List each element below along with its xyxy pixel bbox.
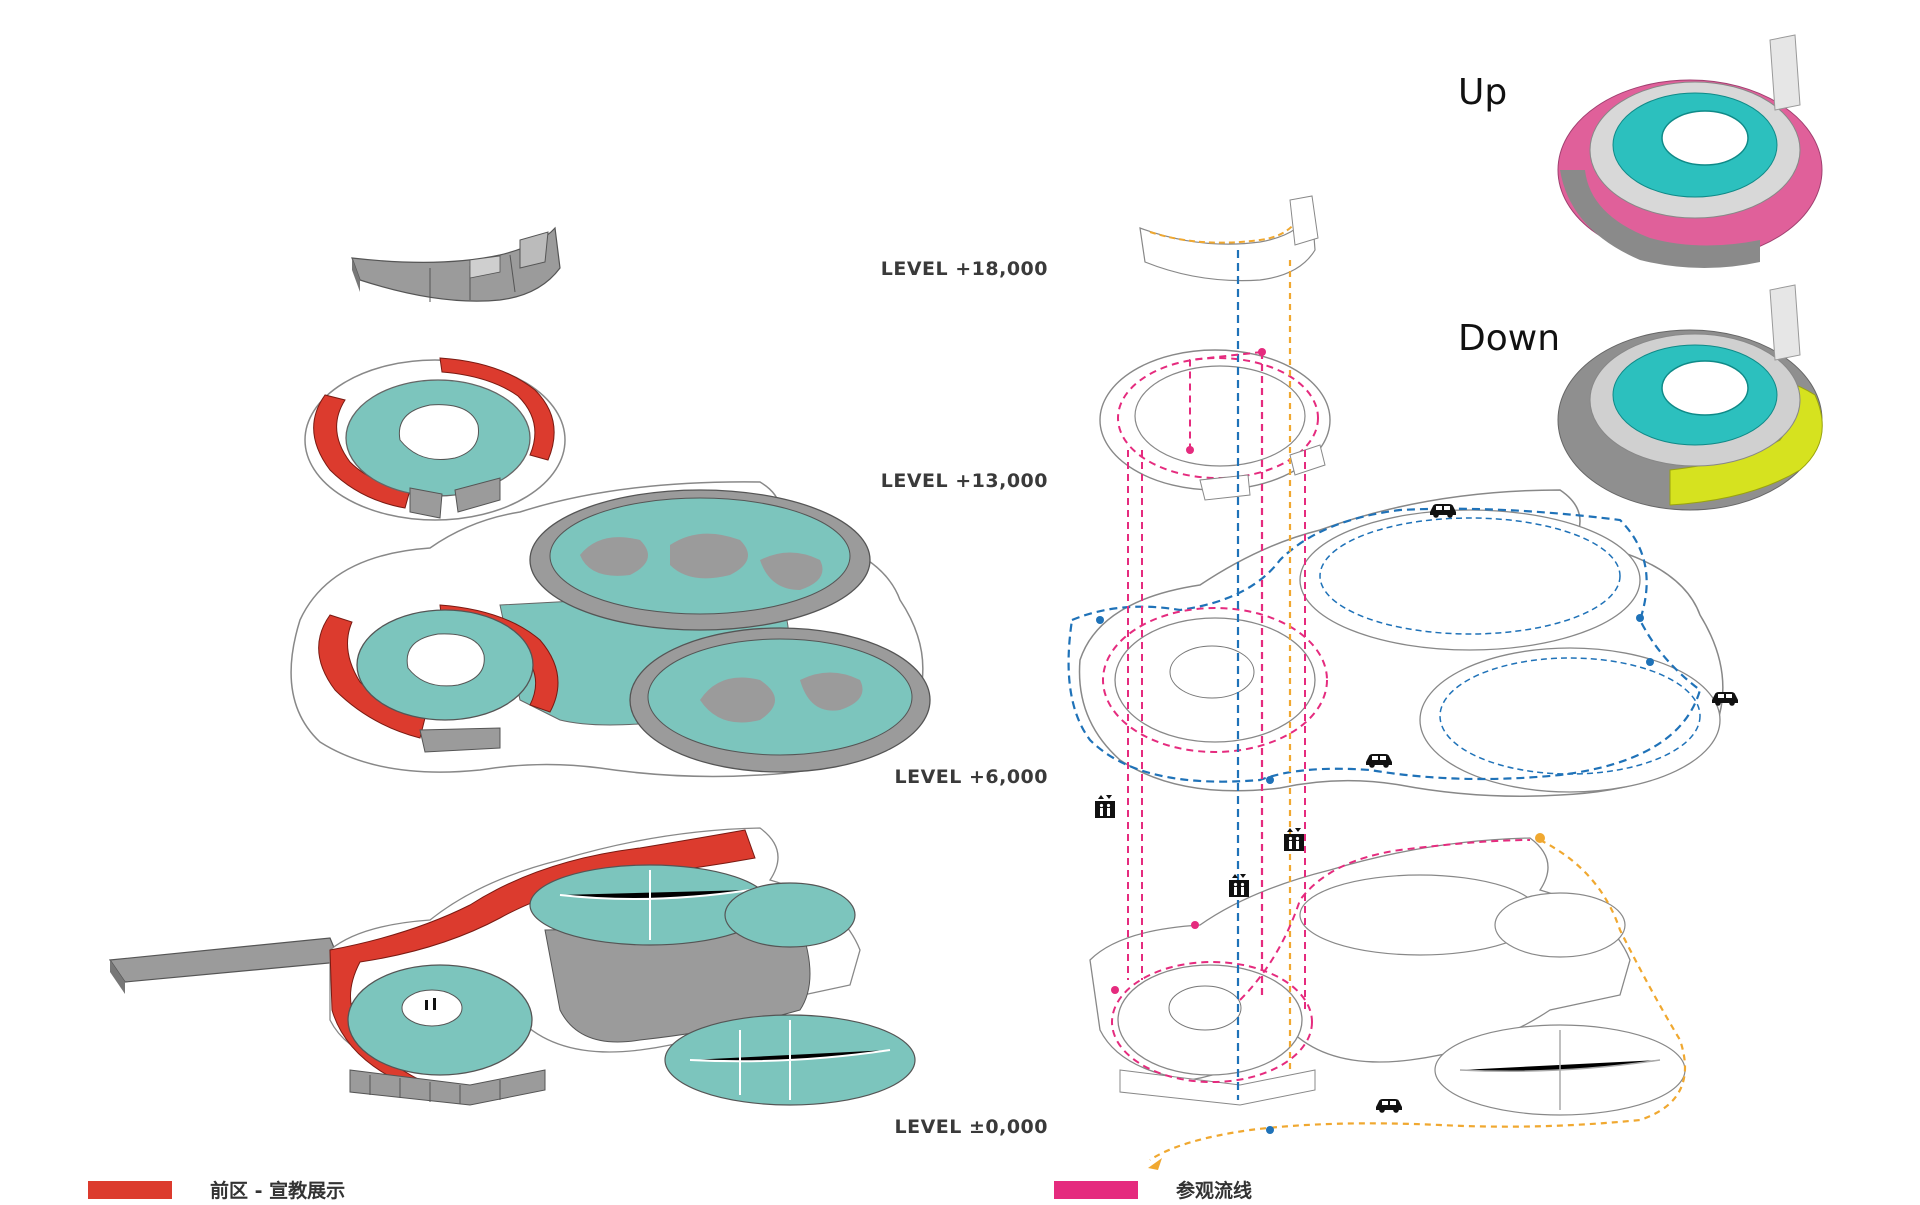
inset-down [1557,284,1823,511]
legend-item-visitor-route: 参观流线 [1054,1176,1252,1203]
left-level-18000 [351,226,561,302]
level-label-13000: LEVEL +13,000 [880,470,1048,492]
inset-up [1557,34,1823,269]
level-label-18000: LEVEL +18,000 [880,258,1048,280]
right-level-6000 [1067,489,1724,797]
legend-label-visitor-route: 参观流线 [1176,1180,1253,1202]
car-icon [1712,692,1738,706]
up-label: Up [1458,72,1508,113]
elevator-icon [1095,795,1115,818]
legend-label-exhibit: 前区 - 宣教展示 [210,1180,346,1202]
elevator-icon [1284,828,1304,851]
level-label-6000: LEVEL +6,000 [894,766,1048,788]
legend-swatch-exhibit [88,1180,172,1199]
right-level-0 [1089,833,1687,1170]
legend-swatch-visitor-route [1054,1180,1138,1199]
car-icon [1376,1099,1402,1113]
right-level-13000 [1099,349,1331,501]
arrow-icon [1148,1158,1162,1170]
left-level-0 [108,827,916,1106]
down-label: Down [1458,318,1561,359]
vertical-circulation [1111,250,1531,1134]
right-level-18000 [1139,195,1319,282]
level-label-0: LEVEL ±0,000 [894,1116,1048,1138]
left-level-13000 [304,357,566,521]
left-level-6000 [290,481,931,778]
legend-item-exhibit: 前区 - 宣教展示 [88,1176,345,1203]
